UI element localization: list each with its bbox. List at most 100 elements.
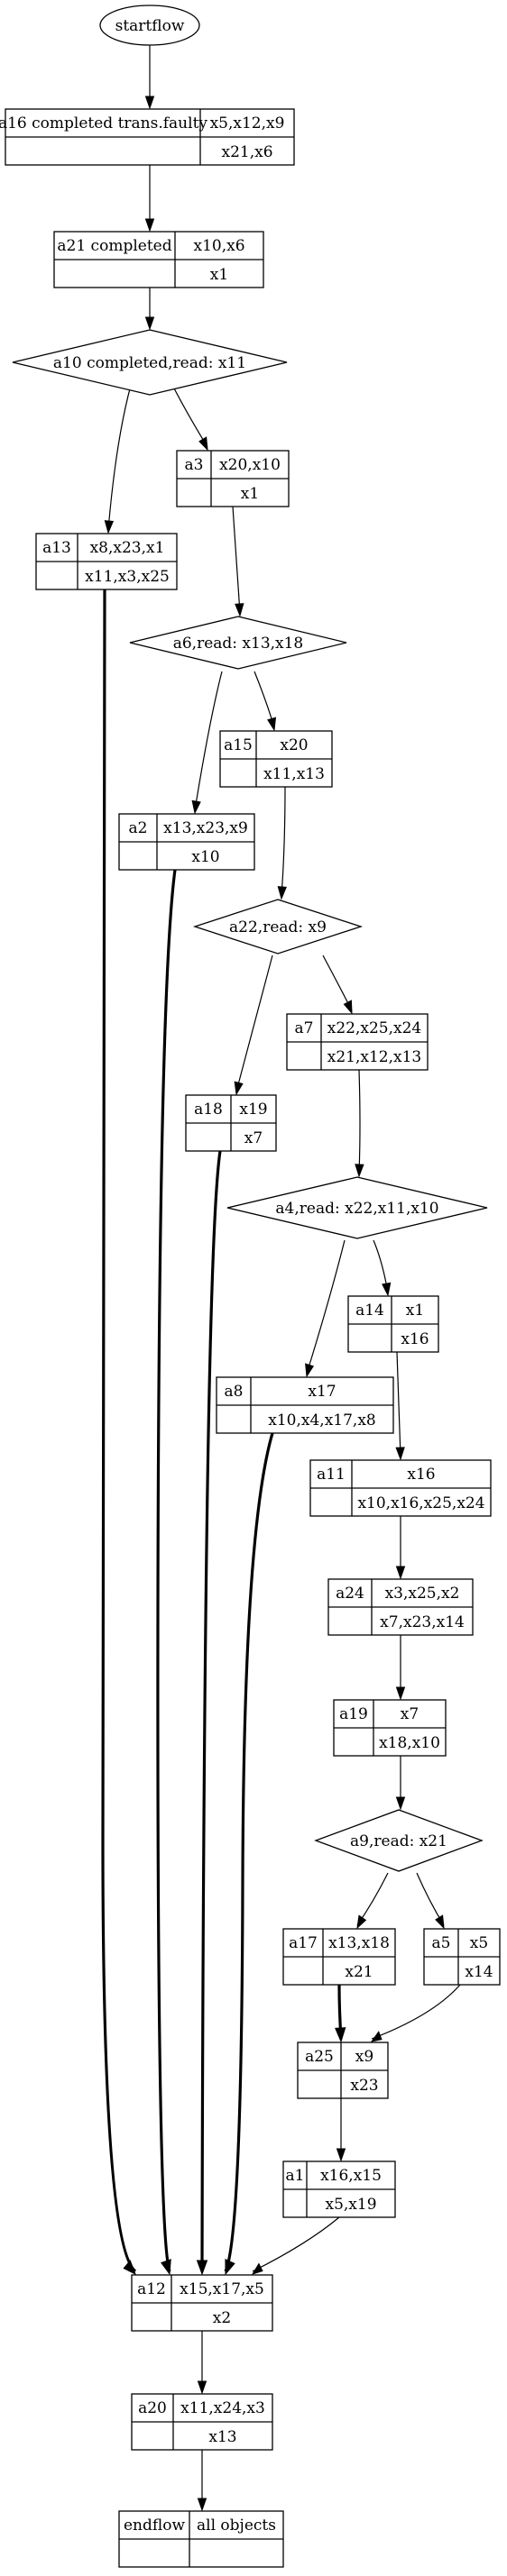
edge-arrowhead (197, 2380, 207, 2395)
node-a12-bottom: x2 (213, 2309, 231, 2327)
edge-a9-to-a5 (416, 1872, 445, 1930)
end-value: all objects (197, 2517, 276, 2535)
node-a11-name: a11 (317, 1466, 346, 1484)
node-a21[interactable]: a21 completed x10,x6 x1 (53, 231, 264, 288)
node-a19[interactable]: a19 x7 x18,x10 (333, 1699, 447, 1757)
node-a15-name: a15 (224, 736, 253, 754)
node-a13[interactable]: a13 x8,x23,x1 x11,x3,x25 (35, 533, 178, 590)
node-a21-name: a21 completed (57, 237, 171, 255)
edge-arrowhead (144, 218, 155, 233)
edge-line (200, 1150, 222, 2272)
node-a8-bottom: x10,x4,x17,x8 (268, 1411, 375, 1430)
start-label: startflow (115, 17, 185, 35)
edge-line (156, 869, 177, 2272)
node-a11-top: x16 (407, 1466, 435, 1484)
node-a14-name: a14 (355, 1302, 384, 1320)
edge-a12-to-a20 (197, 2331, 207, 2395)
edge-a13-to-a12 (101, 589, 137, 2276)
node-a11[interactable]: a11 x16 x10,x16,x25,x24 (309, 1459, 492, 1517)
node-a1[interactable]: a1 x16,x15 x5,x19 (282, 2160, 396, 2218)
edge-line (358, 1069, 361, 1174)
edge-a14-to-a11 (395, 1351, 405, 1461)
node-a8[interactable]: a8 x17 x10,x4,x17,x8 (216, 1376, 394, 1434)
node-a20[interactable]: a20 x11,x24,x3 x13 (131, 2393, 273, 2451)
edge-arrowhead (277, 886, 287, 900)
node-a2[interactable]: a2 x13,x23,x9 x10 (118, 813, 255, 871)
node-a7[interactable]: a7 x22,x25,x24 x21,x12,x13 (286, 1013, 429, 1071)
edge-a3-to-a6 (232, 506, 244, 617)
edge-a19-to-a9 (395, 1756, 406, 1811)
decision-a10[interactable]: a10 completed,read: x11 (12, 329, 288, 396)
edge-a20-to-end (197, 2450, 207, 2512)
edge-line (101, 589, 137, 2273)
edge-line (306, 1239, 346, 1375)
node-a25[interactable]: a25 x9 x23 (297, 2042, 389, 2099)
node-a24-top: x3,x25,x2 (385, 1585, 460, 1603)
node-a5[interactable]: a5 x5 x14 (423, 1928, 501, 1986)
edge-arrowhead (235, 603, 244, 617)
node-a17[interactable]: a17 x13,x18 x21 (282, 1928, 396, 1986)
decision-a9[interactable]: a9,read: x21 (314, 1809, 484, 1872)
edge-arrowhead (395, 1447, 405, 1461)
node-a3-name: a3 (185, 456, 204, 474)
end-label: endflow (124, 2517, 185, 2535)
node-a17-name: a17 (289, 1934, 318, 1952)
edge-a1-to-a12 (251, 2216, 340, 2275)
decision-a6[interactable]: a6,read: x13,x18 (129, 616, 347, 670)
decision-a4[interactable]: a4,read: x22,x11,x10 (226, 1176, 488, 1239)
edge-arrowhead (234, 1081, 244, 1096)
node-a15-top: x20 (280, 736, 308, 754)
node-a24-name: a24 (336, 1585, 364, 1603)
node-a16[interactable]: a16 completed trans.faulty x5,x12,x9 x21… (0, 108, 295, 166)
node-a16-bottom: x21,x6 (221, 143, 272, 161)
edge-start-to-a16 (144, 45, 155, 110)
edge-a18-to-a12 (196, 1150, 222, 2276)
edge-line (371, 1984, 461, 2040)
edge-arrowhead (123, 2260, 136, 2276)
node-a1-bottom: x5,x19 (325, 2196, 376, 2214)
node-a15-bottom: x11,x13 (263, 765, 325, 783)
node-a25-name: a25 (305, 2048, 334, 2066)
node-a24[interactable]: a24 x3,x25,x2 x7,x23,x14 (327, 1578, 474, 1636)
edge-arrowhead (343, 1000, 353, 1015)
node-a2-name: a2 (129, 819, 148, 837)
node-a1-top: x16,x15 (320, 2167, 382, 2185)
node-a19-name: a19 (339, 1705, 368, 1723)
edge-line (281, 786, 286, 897)
edge-arrowhead (191, 799, 201, 815)
node-a14[interactable]: a14 x1 x16 (347, 1295, 439, 1353)
node-a7-name: a7 (295, 1019, 314, 1037)
decision-a10-label: a10 completed,read: x11 (53, 354, 246, 372)
node-a7-bottom: x21,x12,x13 (327, 1048, 421, 1066)
edge-a9-to-a17 (356, 1872, 389, 1930)
node-a5-bottom: x14 (465, 1963, 493, 1981)
node-a18-top: x19 (239, 1101, 267, 1119)
node-a15[interactable]: a15 x20 x11,x13 (219, 730, 333, 788)
node-a17-bottom: x21 (345, 1963, 373, 1981)
node-a12[interactable]: a12 x15,x17,x5 x2 (131, 2274, 273, 2332)
node-a3[interactable]: a3 x20,x10 x1 (176, 450, 290, 507)
decision-a6-label: a6,read: x13,x18 (173, 635, 304, 653)
edge-a8-to-a12 (224, 1432, 274, 2276)
edge-line (224, 1432, 274, 2272)
decision-a9-label: a9,read: x21 (350, 1832, 447, 1850)
end-node[interactable]: endflow all objects (118, 2510, 284, 2568)
edge-a24-to-a19 (395, 1635, 406, 1701)
edge-arrowhead (355, 1164, 364, 1178)
edge-a7-to-a4 (355, 1069, 364, 1178)
edge-arrowhead (196, 2260, 208, 2276)
node-a18-name: a18 (194, 1101, 223, 1119)
node-a3-bottom: x1 (241, 485, 259, 503)
start-node[interactable]: startflow (99, 5, 200, 46)
node-a18[interactable]: a18 x19 x7 (185, 1094, 277, 1152)
node-a18-bottom: x7 (244, 1129, 263, 1147)
edge-arrowhead (267, 717, 277, 732)
node-a2-bottom: x10 (191, 848, 219, 866)
edge-a2-to-a12 (156, 869, 177, 2276)
node-a17-top: x13,x18 (328, 1934, 390, 1952)
edge-arrowhead (305, 1363, 315, 1378)
decision-a22[interactable]: a22,read: x9 (192, 899, 364, 955)
node-a20-name: a20 (138, 2399, 167, 2417)
edge-a21-to-a10 (144, 288, 155, 331)
